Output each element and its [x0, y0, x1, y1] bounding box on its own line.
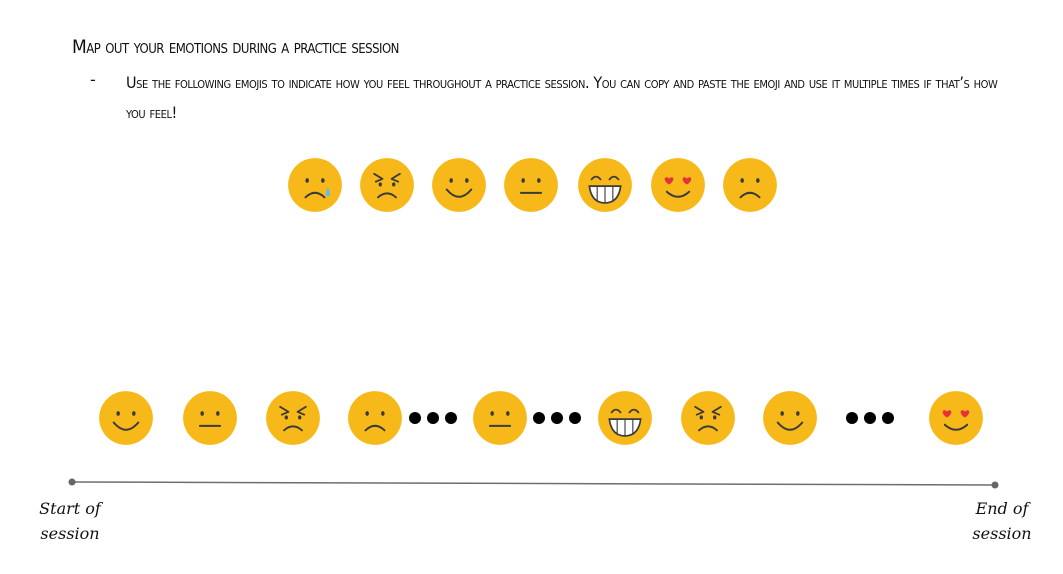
end-label-line2: session — [972, 524, 1032, 543]
heart-eyes-emoji-icon — [650, 157, 706, 213]
ellipsis-dots-icon — [409, 411, 457, 425]
start-of-session-label: Start of session — [30, 496, 110, 546]
angry-emoji-icon — [265, 390, 321, 446]
bullet-dash: - — [90, 70, 96, 89]
end-label-line1: End of — [975, 499, 1029, 518]
end-of-session-label: End of session — [962, 496, 1042, 546]
timeline-line — [71, 481, 996, 486]
frown-emoji-icon — [347, 390, 403, 446]
smile-emoji-icon — [762, 390, 818, 446]
grin-emoji-icon — [577, 157, 633, 213]
start-label-line2: session — [40, 524, 100, 543]
frown-emoji-icon — [722, 157, 778, 213]
grin-emoji-icon — [597, 390, 653, 446]
heart-eyes-emoji-icon — [928, 390, 984, 446]
angry-emoji-icon — [680, 390, 736, 446]
neutral-emoji-icon — [503, 157, 559, 213]
start-label-line1: Start of — [39, 499, 101, 518]
angry-emoji-icon — [359, 157, 415, 213]
timeline-start-dot — [68, 478, 76, 486]
smile-emoji-icon — [98, 390, 154, 446]
timeline-end-dot — [991, 481, 999, 489]
ellipsis-dots-icon — [846, 411, 894, 425]
smile-emoji-icon — [431, 157, 487, 213]
instruction-text: Use the following emojis to indicate how… — [126, 73, 998, 122]
neutral-emoji-icon — [182, 390, 238, 446]
page-title: Map out your emotions during a practice … — [72, 36, 399, 58]
crying-emoji-icon — [287, 157, 343, 213]
ellipsis-dots-icon — [533, 411, 581, 425]
neutral-emoji-icon — [472, 390, 528, 446]
